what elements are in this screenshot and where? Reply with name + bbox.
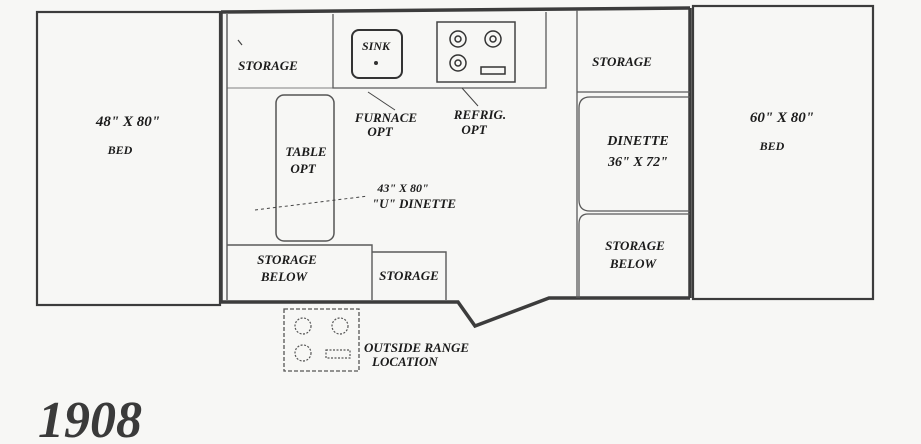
sink-drain [374,61,378,65]
model-number: 1908 [38,392,142,444]
dinette-size: 36" X 72" [607,155,668,170]
storage-below-left-1: STORAGE [257,252,317,267]
sink-label: SINK [362,39,391,53]
cooktop [436,21,516,83]
trailer-body [219,6,692,329]
furnace-label-2: OPT [367,124,393,139]
left-bed-label: BED [107,143,133,157]
right-bed-size: 60" X 80" [750,110,814,126]
storage-top-right-label: STORAGE [592,54,652,69]
furnace-leader [367,91,396,111]
u-dinette-label: "U" DINETTE [372,196,456,211]
table-opt [275,94,335,242]
storage-below-right-2: BELOW [609,256,658,271]
dinette-label: DINETTE [606,134,668,149]
cooktop-burners [449,30,506,75]
refrig-label-2: OPT [461,122,487,137]
table-label-2: OPT [290,161,316,176]
furnace-label-1: FURNACE [354,110,417,125]
right-storage-column [576,10,690,298]
storage-below-right-1: STORAGE [605,238,665,253]
storage-top-left-label: STORAGE [238,58,298,73]
refrig-label-1: REFRIG. [453,107,506,122]
left-bed [35,10,222,307]
outside-range-label-2: LOCATION [371,354,438,369]
right-bed [691,4,875,301]
sink-basin [351,29,403,79]
table-label-1: TABLE [285,144,327,159]
outside-range [283,308,360,372]
outside-range-label-1: OUTSIDE RANGE [364,340,469,355]
lower-cabinets [227,244,447,300]
galley-counter [332,12,547,89]
refrig-leader [461,87,479,107]
u-dinette-size: 43" X 80" [376,181,428,195]
outside-range-burners [294,317,351,362]
u-dinette-leader [254,195,369,211]
right-bed-label: BED [759,139,785,153]
storage-center-label: STORAGE [379,268,439,283]
left-bed-size: 48" X 80" [95,114,160,130]
storage-tick [237,39,243,46]
storage-below-left-2: BELOW [260,269,309,284]
